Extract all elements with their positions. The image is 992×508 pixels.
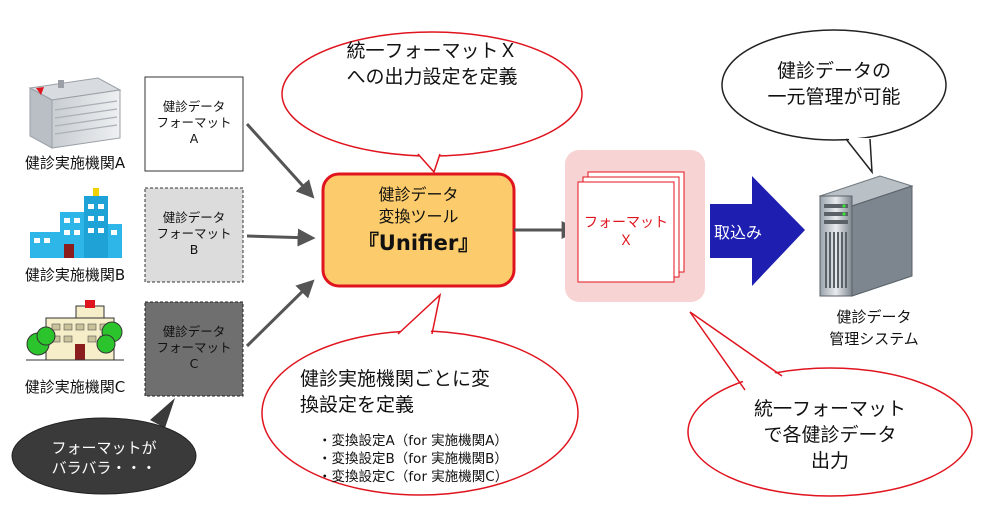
format-b-box	[144, 187, 244, 283]
right-callout-text: 統一フォーマットで各健診データ出力	[753, 398, 906, 472]
format-c-box	[144, 301, 244, 397]
warning-bubble	[11, 398, 197, 495]
warning-bubble-text: フォーマットがバラバラ・・・	[51, 439, 157, 477]
list-item: ・変換設定A（for 実施機関A）	[318, 433, 508, 449]
tool-name: 『Unifier』	[357, 231, 480, 255]
institution-c-label: 健診実施機関C	[24, 378, 126, 396]
bottom-callout-list: ・変換設定A（for 実施機関A） ・変換設定B（for 実施機関B） ・変換設…	[318, 432, 508, 486]
list-item: ・変換設定B（for 実施機関B）	[318, 451, 508, 467]
bottom-callout	[261, 292, 579, 496]
building-b-icon	[30, 188, 122, 258]
server-icon	[818, 175, 914, 297]
institution-a-label: 健診実施機関A	[24, 154, 126, 172]
format-a-box	[144, 76, 244, 172]
import-label: 取込み	[714, 223, 763, 242]
building-a-icon	[28, 77, 122, 149]
institution-b-label: 健診実施機関B	[24, 266, 126, 284]
list-item: ・変換設定C（for 実施機関C）	[318, 469, 509, 485]
input-arrows	[245, 122, 316, 348]
bottom-callout-text: 健診実施機関ごとに変換設定を定義	[300, 368, 491, 416]
top-callout	[281, 31, 583, 174]
right-callout	[687, 311, 973, 497]
import-arrow	[710, 176, 805, 286]
tool-text: 健診データ変換ツール 『Unifier』	[323, 184, 514, 258]
format-x-stack	[577, 171, 685, 283]
system-label: 健診データ管理システム	[829, 308, 919, 348]
server-callout-text: 健診データの一元管理が可能	[767, 60, 901, 108]
server-callout	[721, 29, 947, 175]
building-c-icon	[26, 300, 124, 361]
